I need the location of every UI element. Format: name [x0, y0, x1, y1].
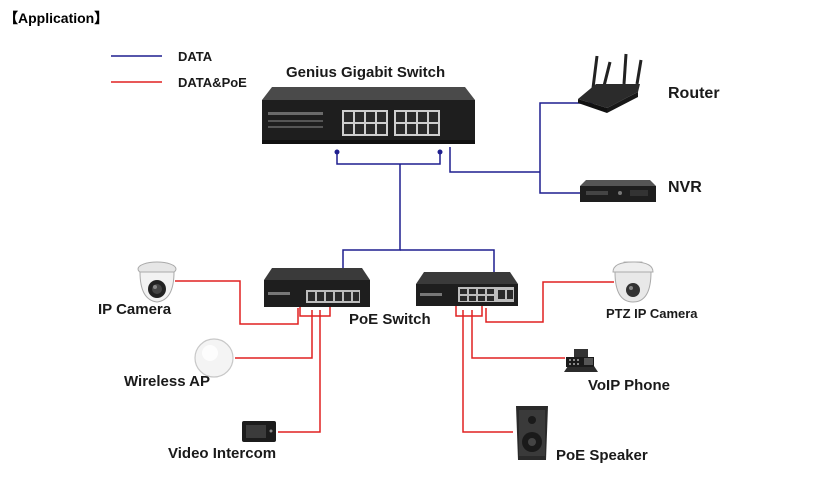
poe-speaker-link — [462, 310, 513, 433]
voip-phone-link — [471, 310, 565, 359]
access-point-icon — [194, 338, 234, 378]
right-port-bracket — [455, 306, 483, 317]
wifi-router-icon — [578, 53, 643, 113]
core-bracket-link — [336, 150, 441, 165]
wireless-ap-link — [235, 310, 313, 359]
diagram-title: 【Application】 — [4, 10, 108, 26]
rack-switch-icon — [262, 87, 475, 144]
legend: DATA DATA&PoE — [111, 49, 247, 90]
data-links — [336, 102, 600, 272]
intercom-panel-icon — [242, 421, 276, 442]
router-link — [539, 102, 600, 172]
desktop-switch-right-icon — [416, 272, 518, 306]
ptz-camera-label: PTZ IP Camera — [606, 306, 698, 321]
poe-switch-2-link — [400, 249, 495, 272]
core-port-dot-left — [334, 149, 340, 155]
core-to-poe-switches-link — [342, 164, 401, 270]
video-intercom-link — [278, 310, 321, 433]
wireless-ap-label: Wireless AP — [124, 373, 210, 390]
ptz-camera-icon — [612, 261, 654, 303]
core-switch-label: Genius Gigabit Switch — [286, 64, 445, 81]
nvr-label: NVR — [668, 179, 702, 196]
poe-links — [175, 280, 614, 433]
ip-camera-link — [175, 280, 299, 325]
voip-phone-label: VoIP Phone — [588, 377, 670, 394]
poe-switch-label: PoE Switch — [349, 311, 431, 328]
core-to-uplink-link — [449, 147, 540, 173]
left-port-bracket — [299, 306, 331, 317]
ptz-camera-link — [485, 281, 614, 323]
nvr-recorder-icon — [580, 180, 656, 202]
nvr-link — [539, 172, 580, 194]
legend-data-label: DATA — [178, 49, 213, 64]
router-label: Router — [668, 85, 720, 102]
poe-speaker-label: PoE Speaker — [556, 447, 648, 464]
video-intercom-label: Video Intercom — [168, 445, 276, 462]
legend-poe-label: DATA&PoE — [178, 75, 247, 90]
dome-camera-icon — [137, 261, 177, 303]
core-port-dot-right — [437, 149, 443, 155]
ip-camera-label: IP Camera — [98, 301, 172, 318]
desktop-switch-icon — [264, 268, 370, 307]
desk-phone-icon — [564, 349, 598, 372]
speaker-cabinet-icon — [516, 406, 548, 460]
